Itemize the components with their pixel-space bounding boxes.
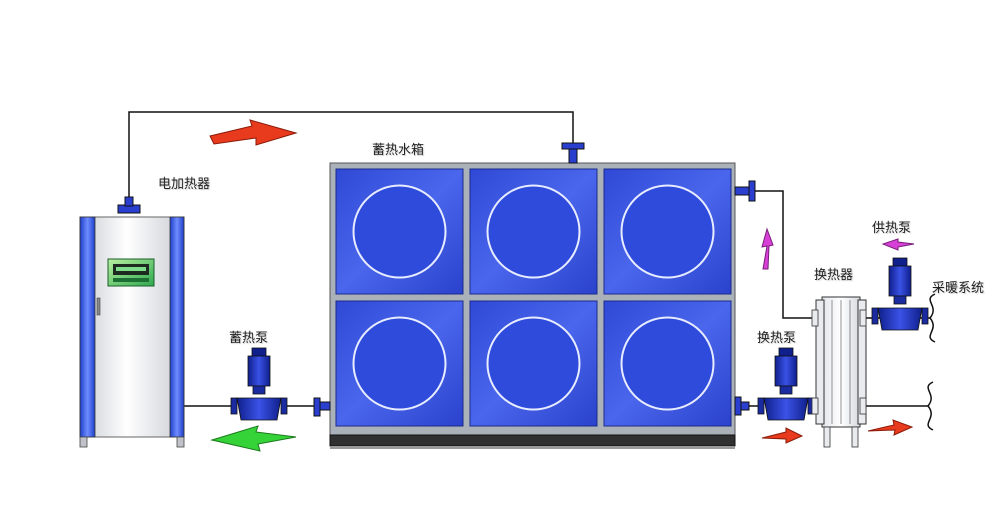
tank-panel-circle-2 xyxy=(486,184,581,279)
pipe-break-bottom-2 xyxy=(927,405,934,431)
pipe-tank-to-exchanger xyxy=(754,190,822,319)
tank-right-upper-fitting xyxy=(734,186,750,196)
tank-left-fitting xyxy=(313,397,321,417)
pipe-break-bottom xyxy=(927,381,934,407)
pipe-break-top xyxy=(929,293,936,319)
storage-tank xyxy=(313,142,756,449)
flow-arrow-red-return xyxy=(867,419,914,436)
tank-panel-circle-3 xyxy=(620,184,715,279)
electric-heater xyxy=(79,196,185,448)
tank-base xyxy=(329,434,736,447)
tank-panel-circle-1 xyxy=(352,184,447,279)
label-heat-exchanger: 换热器 xyxy=(814,268,854,283)
label-hx-pump: 换热泵 xyxy=(757,331,797,346)
heater-handle xyxy=(96,297,101,316)
pipe-heater-to-tank xyxy=(128,111,574,207)
flow-arrow-magenta-up xyxy=(761,227,774,270)
tank-panel-circle-6 xyxy=(620,316,715,411)
tank-top-inlet xyxy=(561,142,585,150)
label-storage-pump: 蓄热泵 xyxy=(229,331,269,346)
flow-arrow-red-top xyxy=(209,119,298,146)
hx-pump xyxy=(757,347,815,421)
heater-body xyxy=(79,216,185,438)
label-heating-system: 采暖系统 xyxy=(932,281,985,296)
heater-right-strip xyxy=(169,216,185,438)
tank-panel-circle-5 xyxy=(486,316,581,411)
supply-pump xyxy=(871,257,929,331)
storage-pump xyxy=(230,347,288,421)
label-supply-pump: 供热泵 xyxy=(872,221,912,236)
flow-arrow-green xyxy=(210,425,297,452)
tank-panel-circle-4 xyxy=(352,316,447,411)
flow-arrow-magenta-left xyxy=(881,238,915,251)
heat-exchanger xyxy=(811,296,867,448)
tank-cells xyxy=(335,168,732,427)
label-storage-tank: 蓄热水箱 xyxy=(372,143,425,158)
heater-left-strip xyxy=(79,216,96,438)
pipe-break-top-2 xyxy=(929,317,936,343)
flow-arrow-red-hx-pump xyxy=(761,427,804,444)
label-electric-heater: 电加热器 xyxy=(158,177,211,192)
